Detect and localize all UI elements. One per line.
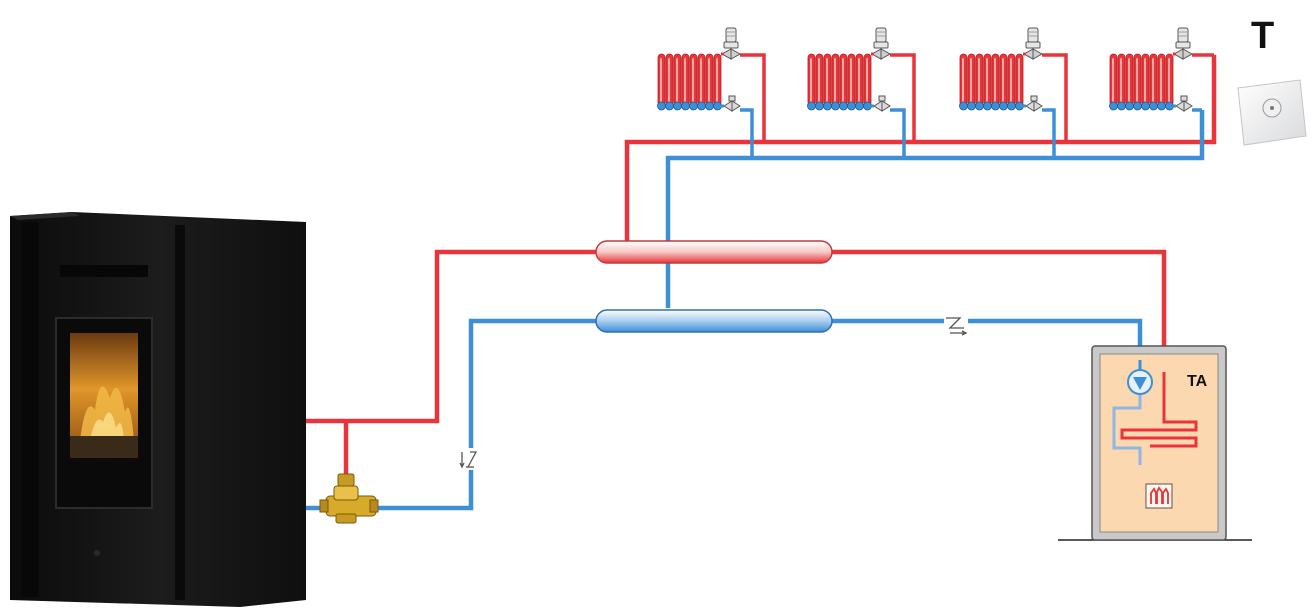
cold-header xyxy=(595,309,833,333)
hot-header-to-boiler-pipe xyxy=(828,249,1167,372)
circulation-pump-icon xyxy=(1127,369,1153,395)
check-valve-icon xyxy=(944,313,968,336)
radiator-icon xyxy=(1108,26,1194,113)
cold-return-pipe xyxy=(376,318,598,511)
hot-header xyxy=(595,240,833,264)
check-valve-icon xyxy=(459,448,481,470)
flame-icon xyxy=(1145,483,1173,509)
pellet-stove-icon xyxy=(10,212,306,607)
radiator-icon xyxy=(958,26,1044,113)
radiator-cold-main xyxy=(665,110,1205,308)
thermostat-label: T xyxy=(1251,15,1274,57)
radiator-icon xyxy=(656,26,742,113)
room-thermostat-icon: T xyxy=(1237,15,1307,146)
boiler-label: TA xyxy=(1187,373,1208,390)
radiator-risers xyxy=(740,53,1214,158)
radiator-hot-main xyxy=(624,55,1217,252)
radiator-icon xyxy=(806,26,892,113)
boiler-ta: TA xyxy=(1058,345,1252,541)
three-way-valve-icon xyxy=(319,473,379,524)
hot-supply-pipe xyxy=(306,249,598,424)
